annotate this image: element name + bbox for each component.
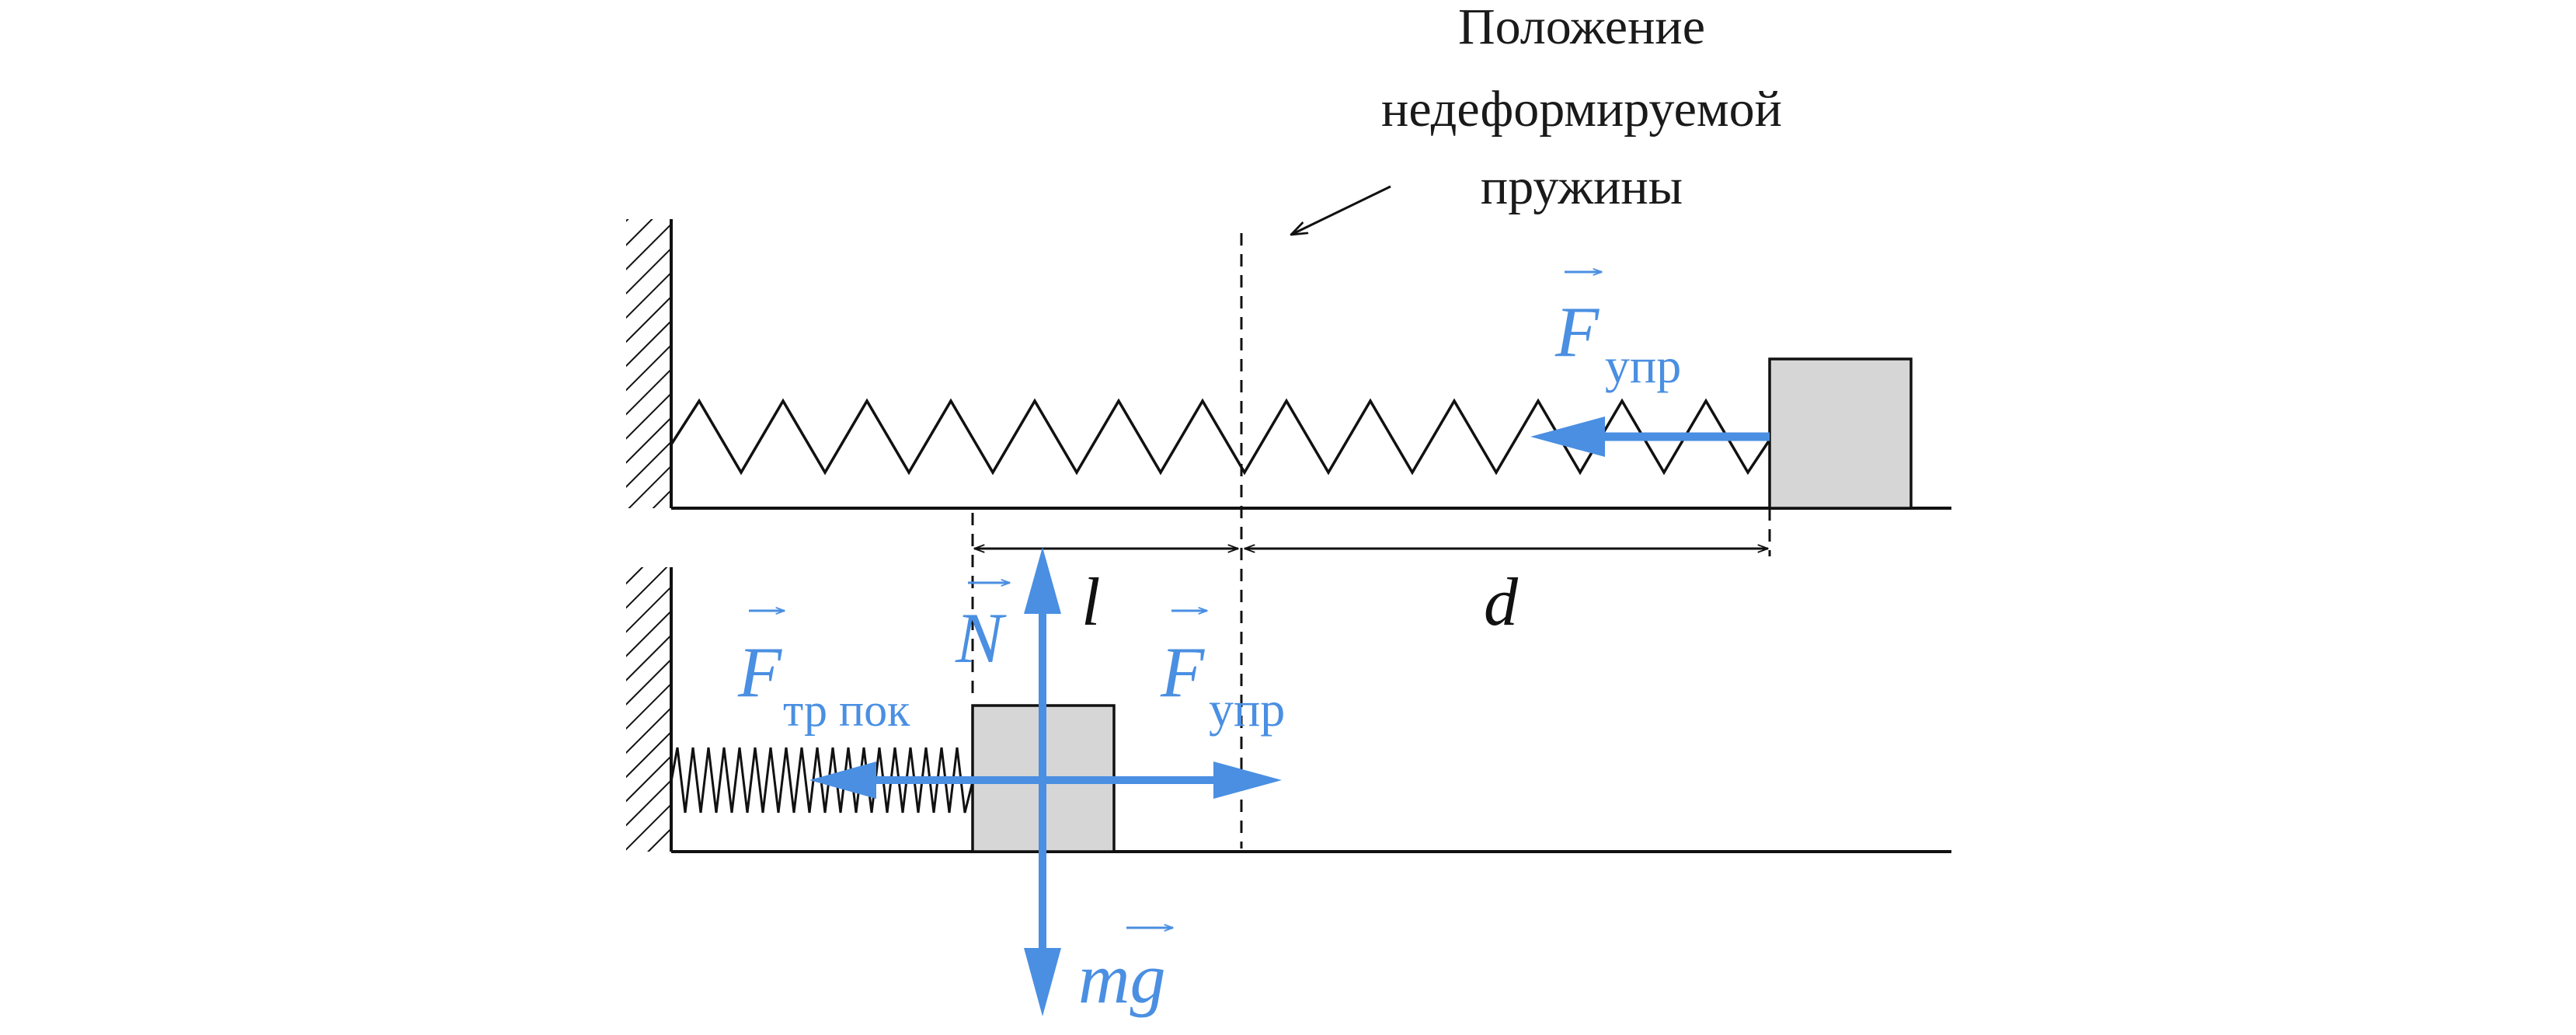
friction-force-label: F тр пок: [737, 611, 910, 736]
bottom-elastic-force-label: F упр: [1160, 611, 1285, 737]
bottom-elastic-symbol: F: [1160, 632, 1205, 712]
top-block: [1768, 357, 1913, 510]
friction-subscript: тр пок: [783, 685, 910, 736]
top-elastic-force-label: F упр: [1554, 272, 1681, 393]
caption-undeformed-position: Положение недеформируемой пружины: [1291, 0, 1782, 235]
dimension-d-label: d: [1484, 565, 1519, 640]
gravity-force-arrowhead: [1024, 948, 1061, 1016]
normal-force-label: N: [955, 583, 1010, 678]
bottom-elastic-force-arrowhead: [1213, 761, 1282, 799]
bottom-elastic-subscript: упр: [1209, 681, 1285, 737]
bottom-scene: F тр пок N F упр mg: [626, 547, 1951, 1018]
top-wall-hatching: [626, 219, 671, 508]
gravity-symbol: mg: [1078, 939, 1165, 1018]
normal-symbol: N: [955, 598, 1007, 678]
top-elastic-force-arrowhead: [1530, 416, 1605, 457]
friction-symbol: F: [737, 632, 782, 712]
caption-line-1: Положение: [1458, 0, 1705, 55]
top-elastic-subscript: упр: [1605, 338, 1681, 393]
bottom-wall-hatching: [626, 567, 671, 852]
friction-force-arrowhead: [809, 761, 876, 799]
caption-pointer-arrow: [1291, 185, 1391, 235]
caption-line-3: пружины: [1481, 159, 1683, 215]
top-scene: F упр: [626, 219, 1951, 510]
top-elastic-symbol: F: [1554, 292, 1600, 371]
dimension-l-label: l: [1081, 565, 1100, 640]
dimensions: l d: [971, 233, 1771, 849]
normal-force-arrowhead: [1024, 547, 1061, 614]
caption-line-2: недеформируемой: [1381, 81, 1782, 138]
gravity-force-label: mg: [1078, 928, 1173, 1018]
